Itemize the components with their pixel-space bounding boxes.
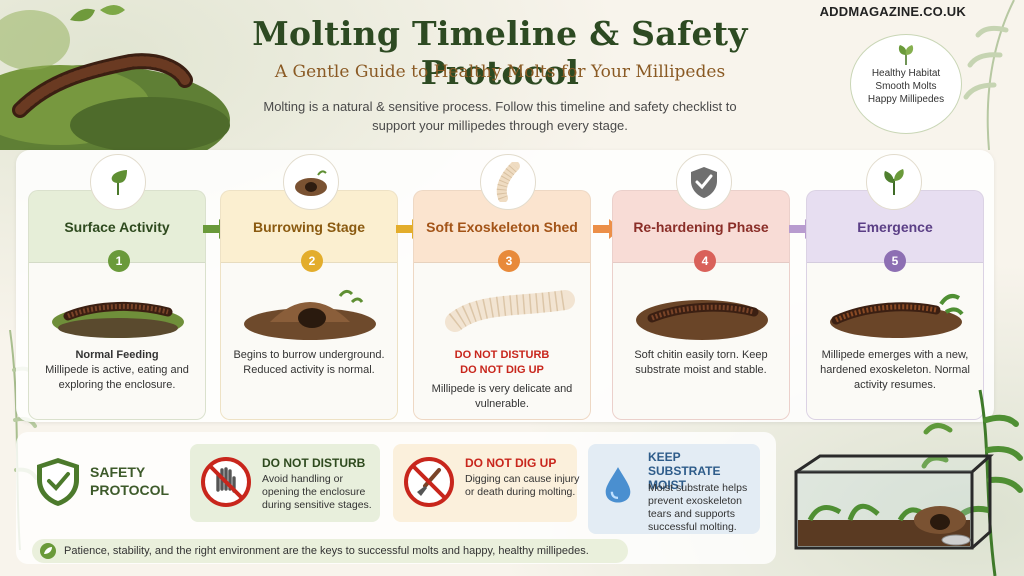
- stage-text-2: Begins to burrow underground. Reduced ac…: [224, 348, 394, 378]
- benefits-badge: Healthy Habitat Smooth Molts Happy Milli…: [850, 34, 962, 134]
- no-shovel-icon: [404, 457, 454, 507]
- rule-do-not-disturb: DO NOT DISTURB Avoid handling or opening…: [190, 444, 380, 522]
- stage-description: Begins to burrow underground. Reduced ac…: [233, 349, 385, 376]
- rule-keep-substrate-moist: KEEP SUBSTRATE MOIST Moist substrate hel…: [588, 444, 760, 534]
- stage-number: 2: [301, 250, 323, 272]
- site-name: ADDMAGAZINE.CO.UK: [819, 4, 966, 19]
- leaf-icon: [40, 543, 56, 559]
- rule-title: DO NOT DIG UP: [465, 456, 557, 470]
- safety-protocol-title: SAFETY PROTOCOL: [90, 464, 170, 498]
- rule-title: KEEP SUBSTRATE MOIST: [648, 450, 721, 492]
- exoskeleton-icon: [480, 154, 536, 210]
- burrow-illustration: [244, 289, 376, 340]
- stage-number: 4: [694, 250, 716, 272]
- stage-text-5: Millipede emerges with a new, hardened e…: [810, 348, 980, 393]
- rule-description: Avoid handling or opening the enclosure …: [262, 473, 372, 511]
- rule-description: Moist substrate helps prevent exoskeleto…: [648, 482, 748, 533]
- rule-description: Digging can cause injury or death during…: [465, 473, 580, 498]
- stage-warning: DO NOT DISTURB DO NOT DIG UP: [454, 349, 550, 376]
- stage-number: 3: [498, 250, 520, 272]
- no-hand-icon: [201, 457, 251, 507]
- shed-exoskeleton-illustration: [445, 290, 575, 332]
- emerged-millipede-illustration: [830, 294, 964, 338]
- badge-line-2: Smooth Molts: [875, 81, 937, 92]
- badge-line-1: Healthy Habitat: [871, 68, 941, 79]
- moss-millipede-illustration: [0, 5, 230, 150]
- terrarium-illustration: [794, 389, 1023, 576]
- stage-description: Soft chitin easily torn. Keep substrate …: [634, 349, 768, 376]
- stage-number: 5: [884, 250, 906, 272]
- leaf-icon: [90, 154, 146, 210]
- badge-line-3: Happy Millipedes: [867, 94, 945, 105]
- water-drop-icon: [605, 467, 631, 503]
- leaf-icon: [898, 45, 914, 65]
- burrow-icon: [283, 154, 339, 210]
- rule-title: DO NOT DISTURB: [262, 456, 366, 470]
- stage-description: Millipede is active, eating and explorin…: [45, 364, 189, 391]
- footer-tip-bar: Patience, stability, and the right envir…: [32, 539, 628, 563]
- stage-description: Millipede emerges with a new, hardened e…: [820, 349, 970, 391]
- stage-text-3: DO NOT DISTURB DO NOT DIG UP Millipede i…: [417, 348, 587, 412]
- intro-text: Molting is a natural & sensitive process…: [263, 99, 737, 133]
- shield-check-icon: [676, 154, 732, 210]
- fern-illustration-right: [963, 0, 1015, 150]
- millipede-in-soil-illustration: [636, 300, 768, 340]
- stage-heading: Normal Feeding: [75, 349, 159, 361]
- stage-text-4: Soft chitin easily torn. Keep substrate …: [616, 348, 786, 378]
- page-subtitle: A Gentle Guide to Healthy Molts for Your…: [274, 62, 726, 82]
- stage-text-1: Normal Feeding Millipede is active, eati…: [32, 348, 202, 393]
- footer-tip-text: Patience, stability, and the right envir…: [64, 545, 589, 557]
- sprout-icon: [866, 154, 922, 210]
- page-title: Molting Timeline & Safety Protocol: [252, 14, 748, 92]
- stage-description: Millipede is very delicate and vulnerabl…: [431, 383, 573, 410]
- shield-check-icon: [37, 458, 79, 506]
- millipede-on-moss-illustration: [52, 301, 184, 338]
- stage-number: 1: [108, 250, 130, 272]
- rule-do-not-dig-up: DO NOT DIG UP Digging can cause injury o…: [393, 444, 579, 522]
